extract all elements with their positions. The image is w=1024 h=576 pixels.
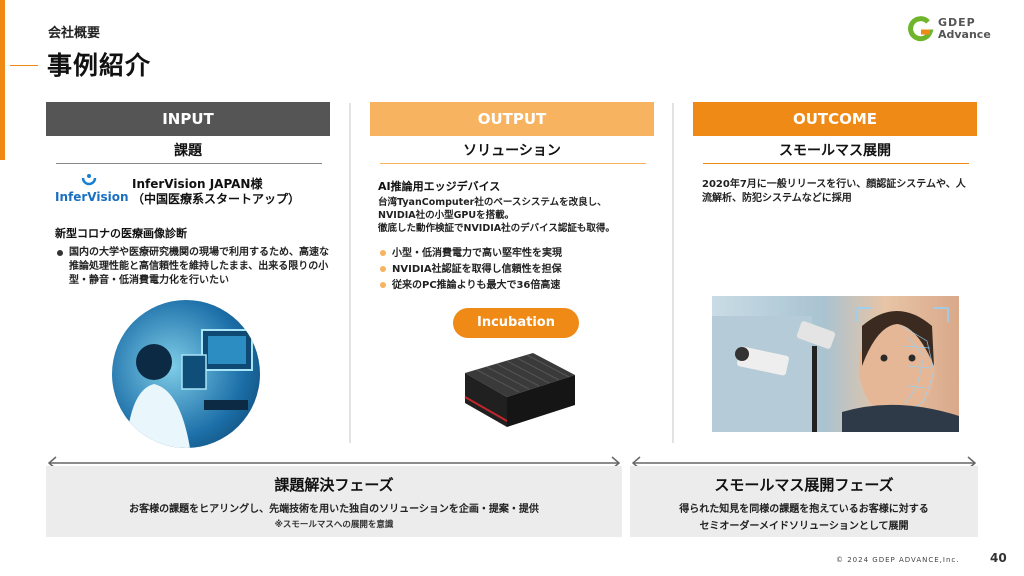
title-accent-line xyxy=(10,65,38,66)
phase2-title: スモールマス展開フェーズ xyxy=(714,476,894,494)
product-description: 台湾TyanComputer社のベースシステムを改良し、 NVIDIA社の小型G… xyxy=(378,196,653,235)
page-number: 40 xyxy=(990,551,1007,565)
input-header: INPUT xyxy=(46,102,330,136)
input-subheader-line xyxy=(56,163,322,164)
output-bullet: 小型・低消費電力で高い堅牢性を実現 xyxy=(378,246,653,262)
phase1-box: 課題解決フェーズ お客様の課題をヒアリングし、先端技術を用いた独自のソリューショ… xyxy=(46,466,622,537)
product-desc-line: NVIDIA社の小型GPUを搭載。 xyxy=(378,210,515,221)
input-topic: 新型コロナの医療画像診断 xyxy=(55,227,187,240)
infervision-logo: InferVision xyxy=(55,172,129,212)
edge-device-photo xyxy=(455,345,580,440)
column-divider xyxy=(349,103,351,443)
phase2-box: スモールマス展開フェーズ 得られた知見を同様の課題を抱えているお客様に対する セ… xyxy=(630,466,978,537)
outcome-subheader-line xyxy=(703,163,969,164)
phase1-title: 課題解決フェーズ xyxy=(274,476,394,494)
logo-text: GDEP Advance xyxy=(938,17,991,41)
outcome-header: OUTCOME xyxy=(693,102,977,136)
input-bullet-list: 国内の大学や医療研究機関の現場で利用するため、高速な推論処理性能と高信頼性を維持… xyxy=(55,246,330,288)
incubation-badge: Incubation xyxy=(453,308,579,338)
output-bullet: NVIDIA社認証を取得し信頼性を担保 xyxy=(378,262,653,278)
logo-line1: GDEP xyxy=(938,16,976,29)
product-desc-line: 徹底した動作検証でNVIDIA社のデバイス認証も取得。 xyxy=(378,223,615,234)
outcome-description: 2020年7月に一般リリースを行い、顔認証システムや、人流解析、防犯システムなど… xyxy=(702,179,966,204)
client-description: （中国医療系スタートアップ） xyxy=(132,192,301,206)
copyright: © 2024 GDEP ADVANCE,Inc. xyxy=(836,556,960,564)
product-title: AI推論用エッジデバイス xyxy=(378,180,501,193)
infervision-logo-text: InferVision xyxy=(55,190,129,204)
phase2-description-line2: セミオーダーメイドソリューションとして展開 xyxy=(699,521,909,532)
phase1-note: ※スモールマスへの展開を意識 xyxy=(274,520,394,530)
outcome-subheader: スモールマス展開 xyxy=(779,143,891,159)
output-bullet-list: 小型・低消費電力で高い堅牢性を実現 NVIDIA社認証を取得し信頼性を担保 従来… xyxy=(378,246,653,294)
output-header: OUTPUT xyxy=(370,102,654,136)
gdep-logo-icon xyxy=(908,16,934,42)
column-divider xyxy=(672,103,674,443)
product-desc-line: 台湾TyanComputer社のベースシステムを改良し、 xyxy=(378,197,607,208)
company-logo: GDEP Advance xyxy=(908,16,1008,42)
face-recognition-photo xyxy=(712,296,959,432)
output-subheader-line xyxy=(380,163,646,164)
accent-bar xyxy=(0,0,5,160)
output-subheader: ソリューション xyxy=(463,143,561,159)
input-subheader: 課題 xyxy=(174,143,202,159)
infervision-mark-icon xyxy=(81,174,97,186)
section-label: 会社概要 xyxy=(48,26,101,41)
phase1-description: お客様の課題をヒアリングし、先端技術を用いた独自のソリューションを企画・提案・提… xyxy=(129,504,539,515)
client-name: InferVision JAPAN様 xyxy=(132,177,263,191)
output-bullet: 従来のPC推論よりも最大で36倍高速 xyxy=(378,278,653,294)
phase2-description-line1: 得られた知見を同様の課題を抱えているお客様に対する xyxy=(679,504,929,515)
input-bullet: 国内の大学や医療研究機関の現場で利用するため、高速な推論処理性能と高信頼性を維持… xyxy=(55,246,330,288)
logo-line2: Advance xyxy=(938,28,991,41)
page-title: 事例紹介 xyxy=(47,51,152,80)
medical-research-photo xyxy=(112,300,260,448)
